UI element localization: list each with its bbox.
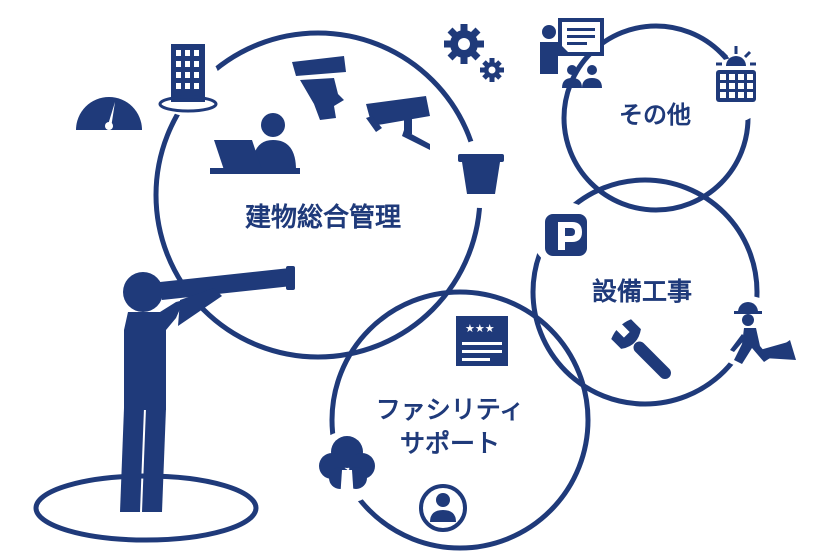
- tree-icon: [319, 436, 375, 500]
- office-building-icon: [158, 44, 218, 113]
- building-management-label: 建物総合管理: [244, 203, 401, 233]
- svg-text:★★★: ★★★: [465, 322, 495, 335]
- equipment-work-circle: [530, 177, 760, 407]
- wrench-icon: [611, 319, 671, 379]
- solar-panel-icon: [716, 46, 756, 102]
- user-avatar-icon: [419, 484, 467, 532]
- person-telescope-icon: [120, 266, 295, 512]
- operator-laptop-icon: [210, 113, 300, 174]
- facility-support-label: ファシリティ サポート: [365, 393, 535, 461]
- flag-card-icon: ★★★: [456, 316, 508, 366]
- equipment-work-label: 設備工事: [591, 277, 692, 306]
- bucket-icon: [458, 154, 504, 194]
- presentation-icon: [540, 18, 604, 88]
- facility-support-circle: [329, 289, 591, 551]
- worker-shovel-icon: [730, 302, 796, 364]
- speedometer-icon: [76, 97, 142, 130]
- facility-support-label-line2: サポート: [399, 428, 500, 458]
- other-label: その他: [619, 101, 691, 129]
- gear-icon: [444, 24, 504, 82]
- parking-icon: [545, 214, 587, 256]
- facility-support-label-line1: ファシリティ: [375, 395, 525, 424]
- security-guard-icon: [292, 56, 346, 120]
- security-camera-icon: [366, 96, 430, 150]
